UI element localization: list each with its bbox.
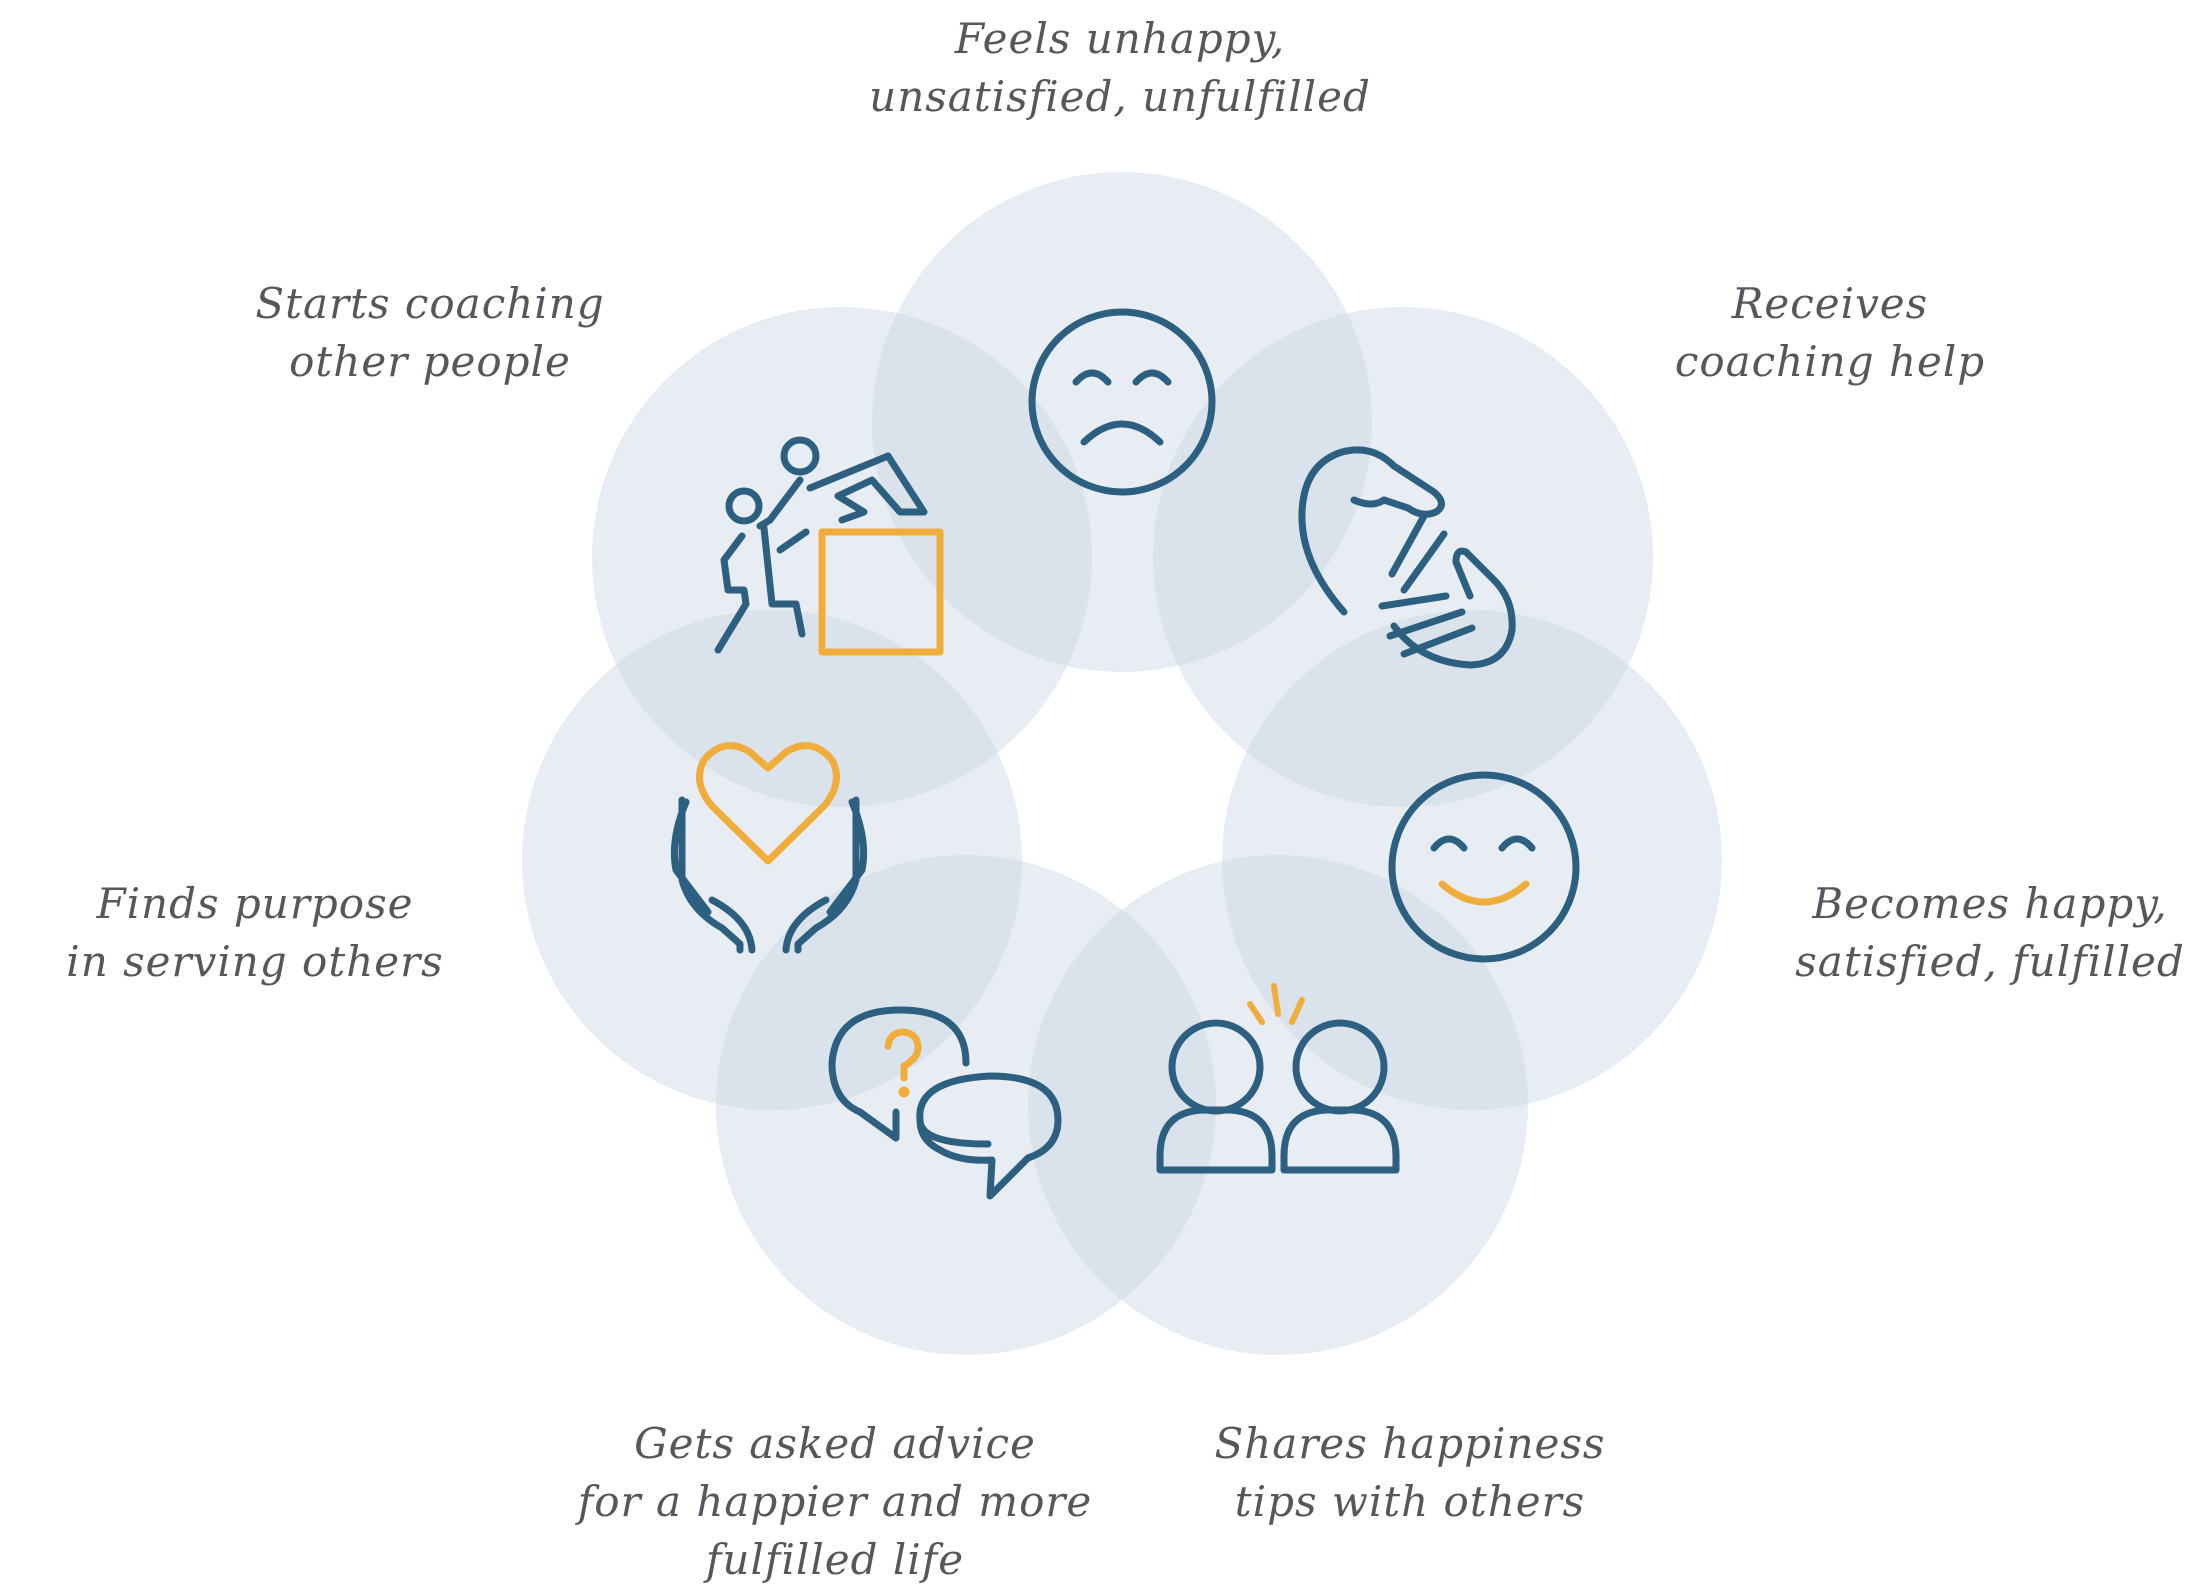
circle-stage-7 xyxy=(592,307,1092,807)
label-line: Feels unhappy, xyxy=(954,14,1286,63)
stage-label-starts-coaching: Starts coaching other people xyxy=(180,275,680,391)
sad-face-icon xyxy=(1028,308,1216,496)
stage-label-gets-asked-advice: Gets asked advice for a happier and more… xyxy=(545,1415,1125,1589)
label-line: other people xyxy=(289,337,571,386)
circle-stage-5 xyxy=(716,855,1216,1355)
label-line: satisfied, fulfilled xyxy=(1795,937,2185,986)
stage-label-finds-purpose: Finds purpose in serving others xyxy=(20,875,490,991)
label-line: Receives xyxy=(1731,279,1929,328)
stage-label-shares-happiness: Shares happiness tips with others xyxy=(1140,1415,1680,1531)
label-line: Shares happiness xyxy=(1214,1419,1606,1468)
stage-label-becomes-happy: Becomes happy, satisfied, fulfilled xyxy=(1760,875,2203,991)
label-line: Finds purpose xyxy=(96,879,414,928)
circle-stage-4 xyxy=(1028,855,1528,1355)
heart-in-hands-icon xyxy=(670,742,868,954)
label-line: for a happier and more xyxy=(577,1477,1093,1526)
label-line: unsatisfied, unfulfilled xyxy=(869,72,1371,121)
climbing-people-icon xyxy=(714,436,944,656)
two-people-icon xyxy=(1156,983,1400,1174)
label-line: Becomes happy, xyxy=(1812,879,2168,928)
label-line: coaching help xyxy=(1674,337,1986,386)
label-line: in serving others xyxy=(66,937,444,986)
stage-label-feels-unhappy: Feels unhappy, unsatisfied, unfulfilled xyxy=(820,10,1420,126)
happy-face-icon xyxy=(1388,771,1580,963)
speech-bubbles-icon xyxy=(828,1006,1062,1200)
label-line: tips with others xyxy=(1234,1477,1586,1526)
helping-hands-icon xyxy=(1298,446,1516,669)
label-line: Starts coaching xyxy=(255,279,605,328)
circle-stage-3 xyxy=(1222,610,1722,1110)
label-line: Gets asked advice xyxy=(634,1419,1036,1468)
label-line: fulfilled life xyxy=(705,1535,965,1584)
stage-label-receives-help: Receives coaching help xyxy=(1560,275,2100,391)
